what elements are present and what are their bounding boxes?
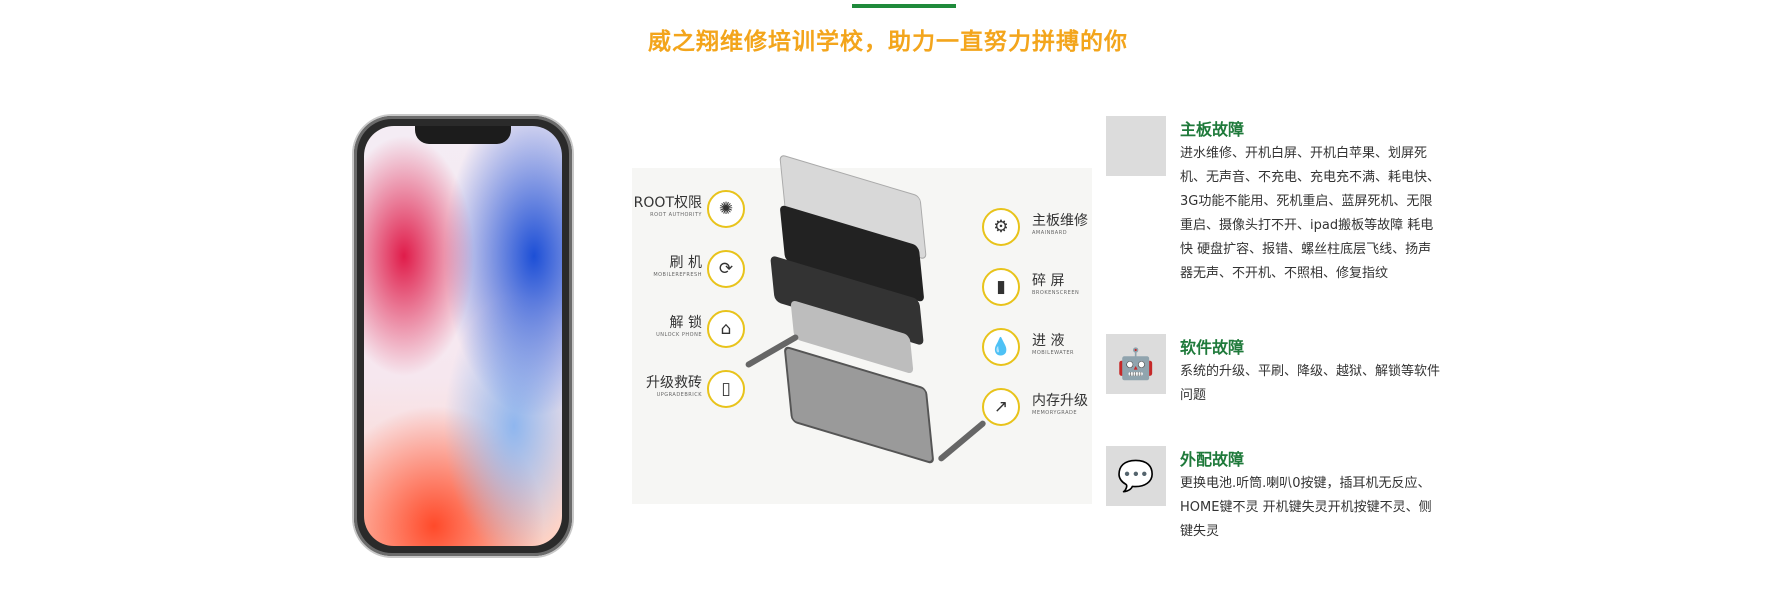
feature-title: ROOT权限 <box>633 195 702 211</box>
feature-memory-upgrade: ↗ 内存升级 MEMORYGRADE <box>982 388 1092 428</box>
feature-subtitle: UPGRADEBRICK <box>656 392 702 398</box>
feature-mainboard-repair: ⚙ 主板维修 AMAINBARD <box>982 208 1092 248</box>
feature-subtitle: MOBILEREFRESH <box>653 272 702 278</box>
feature-subtitle: BROKENSCREEN <box>1032 290 1080 296</box>
feature-title: 刷 机 <box>669 255 702 271</box>
feature-title: 升级救砖 <box>646 375 702 391</box>
feature-root-authority: ROOT权限 ROOT AUTHORITY ✺ <box>632 190 752 230</box>
feature-water-damage: 💧 进 液 MOBILEWATER <box>982 328 1092 368</box>
feature-broken-screen: ▮ 碎 屏 BROKENSCREEN <box>982 268 1092 308</box>
feature-title: 内存升级 <box>1032 393 1088 409</box>
exploded-phone-diagram: ROOT权限 ROOT AUTHORITY ✺ 刷 机 MOBILEREFRES… <box>632 153 1092 504</box>
aperture-icon: ✺ <box>707 190 745 228</box>
fault-description: 更换电池.听筒.喇叭0按键，插耳机无反应、HOME键不灵 开机键失灵开机按键不灵… <box>1180 476 1432 539</box>
phone-screen <box>364 126 562 546</box>
fault-title: 主板故障 <box>1180 120 1245 139</box>
chat-bubbles-icon: 💬 <box>1106 446 1166 506</box>
page-headline: 威之翔维修培训学校，助力一直努力拼搏的你 <box>648 29 1128 55</box>
trend-up-icon: ↗ <box>982 388 1020 426</box>
feature-subtitle: MOBILEWATER <box>1032 350 1074 356</box>
fault-description: 进水维修、开机白屏、开机白苹果、划屏死机、无声音、不充电、充电充不满、耗电快、3… <box>1180 146 1441 281</box>
iphone-x-image <box>354 116 572 556</box>
fault-list: 主板故障 进水维修、开机白屏、开机白苹果、划屏死机、无声音、不充电、充电充不满、… <box>1106 0 1446 605</box>
android-icon: 🤖 <box>1106 334 1166 394</box>
fault-title: 软件故障 <box>1180 338 1245 357</box>
feature-subtitle: ROOT AUTHORITY <box>650 212 702 218</box>
feature-title: 主板维修 <box>1032 213 1088 229</box>
fault-title: 外配故障 <box>1180 450 1245 469</box>
feature-mobile-refresh: 刷 机 MOBILEREFRESH ⟳ <box>632 250 752 290</box>
broken-screen-icon: ▮ <box>982 268 1020 306</box>
gear-icon: ⚙ <box>982 208 1020 246</box>
feature-title: 解 锁 <box>669 315 702 331</box>
feature-subtitle: AMAINBARD <box>1032 230 1068 236</box>
diagram-part-side-frame-right <box>937 419 987 463</box>
phone-notch <box>415 126 511 144</box>
feature-subtitle: UNLOCK PHONE <box>656 332 702 338</box>
fault-description: 系统的升级、平刷、降级、越狱、解锁等软件问题 <box>1180 364 1441 403</box>
refresh-icon: ⟳ <box>707 250 745 288</box>
feature-subtitle: MEMORYGRADE <box>1032 410 1078 416</box>
feature-unlock-phone: 解 锁 UNLOCK PHONE ⌂ <box>632 310 752 350</box>
apple-icon <box>1106 116 1166 176</box>
unlock-icon: ⌂ <box>707 310 745 348</box>
phone-icon: ▯ <box>707 370 745 408</box>
top-accent-rule <box>852 4 956 8</box>
water-drop-icon: 💧 <box>982 328 1020 366</box>
feature-title: 进 液 <box>1032 333 1065 349</box>
feature-upgrade-brick: 升级救砖 UPGRADEBRICK ▯ <box>632 370 752 410</box>
feature-title: 碎 屏 <box>1032 273 1065 289</box>
